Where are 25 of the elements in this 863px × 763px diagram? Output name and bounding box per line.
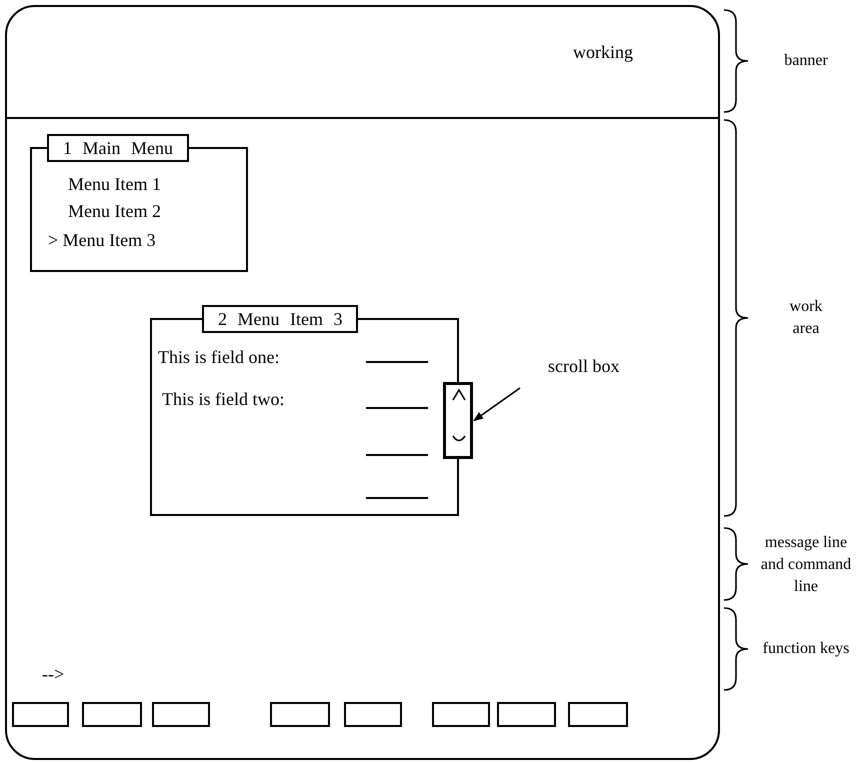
region-label: banner [783,51,829,71]
region-label: function keys [762,639,850,659]
function-key [432,702,490,727]
field-label: This is field one: [158,347,280,367]
leader-arrow [473,387,520,422]
function-key [344,702,402,727]
menu-item: Menu Item 2 [68,201,161,221]
function-key [82,702,142,727]
banner-text: working [573,42,633,62]
window-title: 2 Menu Item 3 [202,305,358,333]
callout-label: scroll box [548,356,632,378]
window-title: 1 Main Menu [47,134,189,162]
menu-item: > Menu Item 3 [48,230,156,250]
region-label: work area [788,297,824,339]
function-key [152,702,210,727]
screen-frame [5,5,720,760]
scroll-box [443,382,473,459]
region-label: message line and command line [760,533,852,597]
function-key [568,702,628,727]
function-key [270,702,330,727]
command-prompt: --> [42,664,64,684]
function-key [12,702,69,727]
menu-item: Menu Item 1 [68,174,161,194]
field-label: This is field two: [162,389,284,409]
function-key [497,702,556,727]
